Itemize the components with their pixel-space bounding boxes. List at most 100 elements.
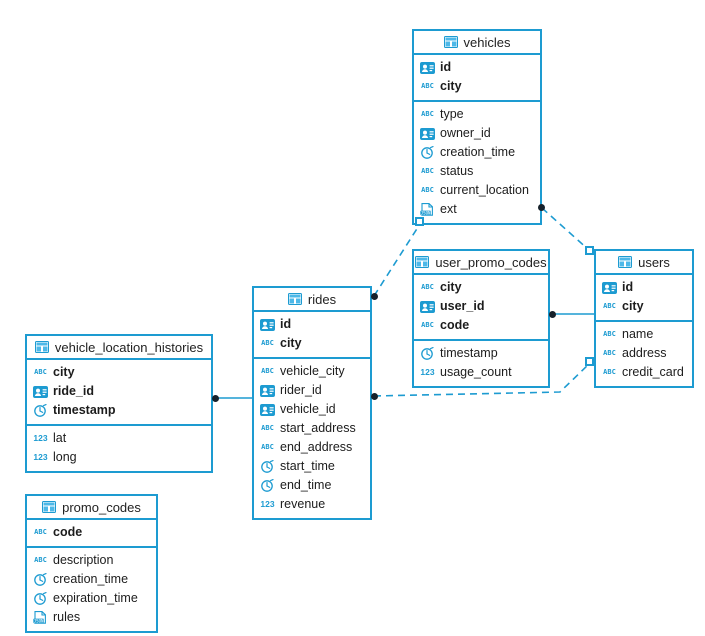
column-id[interactable]: id xyxy=(254,315,370,334)
column-city[interactable]: ABC city xyxy=(414,278,548,297)
primary-key-group-promo_codes: ABC code xyxy=(27,520,156,548)
abc-icon: ABC xyxy=(261,367,274,375)
entity-header-users[interactable]: users xyxy=(596,251,692,275)
id-card-icon xyxy=(420,127,435,140)
column-long[interactable]: 123 long xyxy=(27,448,211,467)
column-vehicle_id[interactable]: vehicle_id xyxy=(254,400,370,419)
column-rider_id[interactable]: rider_id xyxy=(254,381,370,400)
abc-icon: ABC xyxy=(603,330,616,338)
column-label: code xyxy=(53,525,83,540)
relationship-endpoint-dot-rides-to-users xyxy=(371,393,378,400)
column-owner_id[interactable]: owner_id xyxy=(414,124,540,143)
column-user_id[interactable]: user_id xyxy=(414,297,548,316)
column-label: credit_card xyxy=(622,365,684,380)
column-id[interactable]: id xyxy=(414,58,540,77)
column-label: code xyxy=(440,318,470,333)
relationship-endpoint-dot-vehicles-to-users xyxy=(538,204,545,211)
abc-icon: ABC xyxy=(421,110,434,118)
clock-icon xyxy=(260,479,275,492)
column-label: long xyxy=(53,450,77,465)
table-grid-icon xyxy=(42,501,57,513)
column-code[interactable]: ABC code xyxy=(27,523,156,542)
column-label: rules xyxy=(53,610,81,625)
123-icon: 123 xyxy=(420,367,435,378)
json-file-icon: JSON xyxy=(420,203,435,216)
column-timestamp[interactable]: timestamp xyxy=(27,401,211,420)
abc-icon: ABC xyxy=(603,349,616,357)
column-label: start_time xyxy=(280,459,335,474)
abc-icon: ABC xyxy=(421,283,434,291)
column-label: id xyxy=(440,60,452,75)
id-card-icon xyxy=(33,385,48,398)
abc-icon: ABC xyxy=(261,443,274,451)
table-grid-icon xyxy=(443,36,458,48)
column-end_time[interactable]: end_time xyxy=(254,476,370,495)
id-card-icon xyxy=(420,300,435,313)
column-id[interactable]: id xyxy=(596,278,692,297)
entity-title: user_promo_codes xyxy=(435,254,547,270)
column-label: current_location xyxy=(440,183,529,198)
column-creation_time[interactable]: creation_time xyxy=(27,570,156,589)
column-ride_id[interactable]: ride_id xyxy=(27,382,211,401)
abc-icon: ABC xyxy=(34,528,47,536)
entity-header-vehicle_location_histories[interactable]: vehicle_location_histories xyxy=(27,336,211,360)
column-creation_time[interactable]: creation_time xyxy=(414,143,540,162)
id-card-icon xyxy=(420,61,435,74)
relationship-vehicles-to-users[interactable] xyxy=(541,207,591,252)
id-card-icon xyxy=(260,403,275,416)
column-start_time[interactable]: start_time xyxy=(254,457,370,476)
clock-icon xyxy=(260,460,275,473)
entity-header-promo_codes[interactable]: promo_codes xyxy=(27,496,156,520)
123-icon: 123 xyxy=(33,452,48,463)
entity-header-rides[interactable]: rides xyxy=(254,288,370,312)
clock-icon xyxy=(420,146,435,159)
column-expiration_time[interactable]: expiration_time xyxy=(27,589,156,608)
table-grid-icon xyxy=(287,293,302,305)
entity-header-user_promo_codes[interactable]: user_promo_codes xyxy=(414,251,548,275)
column-label: city xyxy=(440,280,462,295)
column-label: user_id xyxy=(440,299,485,314)
123-icon: 123 xyxy=(260,499,275,510)
entity-header-vehicles[interactable]: vehicles xyxy=(414,31,540,55)
table-grid-icon xyxy=(415,256,430,268)
column-timestamp[interactable]: timestamp xyxy=(414,344,548,363)
abc-icon: ABC xyxy=(261,424,274,432)
column-label: id xyxy=(622,280,634,295)
123-icon: 123 xyxy=(33,433,48,444)
column-label: creation_time xyxy=(440,145,516,160)
